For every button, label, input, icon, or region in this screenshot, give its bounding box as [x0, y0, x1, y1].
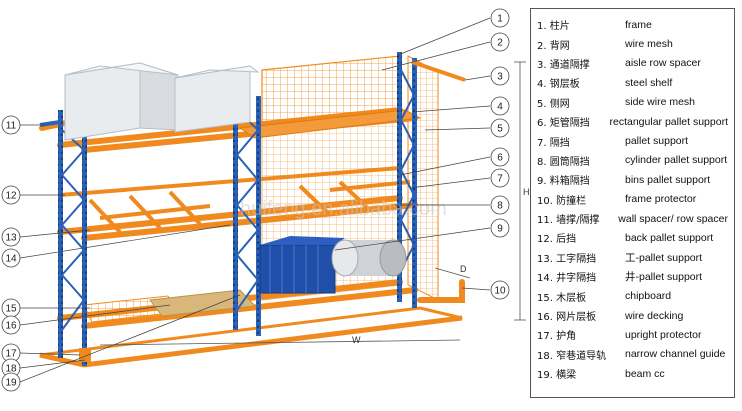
legend-row: 9. 料箱隔挡 bins pallet support [537, 170, 728, 189]
legend-row: 4. 钢层板 steel shelf [537, 73, 728, 92]
top-boxes [64, 62, 260, 141]
legend-en: wire mesh [625, 38, 673, 51]
legend-cn: 15. 木层板 [537, 292, 587, 304]
legend-row: 5. 侧网 side wire mesh [537, 93, 728, 112]
cylinder-load [331, 239, 407, 277]
legend-en: 工-pallet support [625, 251, 703, 264]
callout-8: 8 [497, 201, 503, 212]
legend-row: 8. 圆筒隔挡 cylinder pallet support [537, 151, 728, 170]
legend-cn: 12. 后挡 [537, 234, 577, 246]
dimension-lines [99, 61, 526, 346]
legend-en: steel shelf [625, 76, 673, 89]
wall-spacer [39, 120, 61, 127]
legend-cn: 2. 背网 [537, 40, 570, 52]
legend-row: 17. 护角 upright protector [537, 325, 728, 344]
legend-en: cylinder pallet support [625, 154, 728, 167]
legend-en: back pallet support [625, 231, 714, 244]
legend-cn: 17. 护角 [537, 331, 577, 343]
legend-row: 11. 墙撑/隔撑 wall spacer/ row spacer [537, 209, 728, 228]
height-label: H [523, 187, 530, 197]
legend-row: 15. 木层板 chipboard [537, 286, 728, 305]
legend-row: 10. 防撞栏 frame protector [537, 190, 728, 209]
callout-10: 10 [494, 286, 506, 297]
upright-frames [58, 52, 417, 366]
callout-7: 7 [497, 174, 503, 185]
callout-3: 3 [497, 72, 503, 83]
legend-cn: 3. 通道隔撑 [537, 59, 590, 71]
legend-en: wire decking [625, 309, 684, 322]
legend-row: 16. 网片层板 wire decking [537, 306, 728, 325]
upright-protector [79, 348, 91, 362]
callout-2: 2 [497, 38, 503, 49]
aisle-row-spacer [411, 60, 466, 82]
callout-15: 15 [5, 304, 17, 315]
legend-en: pallet support [625, 135, 689, 148]
callout-17: 17 [5, 349, 17, 360]
legend-en: aisle row spacer [625, 57, 701, 70]
legend-cn: 9. 料箱隔挡 [537, 176, 590, 188]
depth-label: D [460, 264, 467, 274]
pallet-supports-level2 [88, 180, 411, 234]
legend-cn: 4. 钢层板 [537, 79, 580, 91]
callout-14: 14 [5, 254, 17, 265]
callout-9: 9 [497, 224, 503, 235]
leader-lines [19, 17, 491, 383]
legend-row: 2. 背网 wire mesh [537, 34, 728, 53]
legend-cn: 7. 隔挡 [537, 137, 570, 149]
legend-cn: 8. 圆筒隔挡 [537, 156, 590, 168]
legend-en: 井-pallet support [625, 271, 703, 284]
legend-row: 19. 横梁 beam cc [537, 364, 728, 383]
legend-cn: 16. 网片层板 [537, 312, 597, 324]
legend-cn: 19. 横梁 [537, 370, 577, 382]
steel-shelf [238, 109, 422, 139]
legend-en: upright protector [625, 328, 702, 341]
legend-row: 14. 井字隔挡 井-pallet support [537, 267, 728, 286]
legend-cn: 11. 墙撑/隔撑 [537, 215, 600, 227]
callout-11: 11 [6, 121, 17, 132]
width-label: W [352, 335, 361, 345]
callout-numbers: 1 2 3 4 5 6 7 8 9 10 11 12 13 14 15 16 1… [5, 14, 506, 389]
callout-12: 12 [5, 191, 17, 202]
legend-cn: 6. 矩管隔挡 [537, 118, 590, 130]
legend-en: frame protector [625, 193, 697, 206]
legend-en: rectangular pallet support [609, 115, 729, 128]
legend-row: 12. 后挡 back pallet support [537, 228, 728, 247]
callout-4: 4 [497, 102, 503, 113]
callout-13: 13 [5, 233, 17, 244]
legend-cn: 5. 侧网 [537, 98, 570, 110]
parts-legend: 1. 柱片 frame 2. 背网 wire mesh 3. 通道隔撑 aisle r… [530, 8, 735, 398]
legend-row: 7. 隔挡 pallet support [537, 131, 728, 150]
legend-en: narrow channel guide [625, 348, 726, 361]
legend-cn: 1. 柱片 [537, 21, 570, 33]
callout-5: 5 [497, 124, 503, 135]
callout-6: 6 [497, 153, 503, 164]
legend-en: frame [625, 18, 652, 31]
legend-cn: 14. 井字隔挡 [537, 273, 597, 285]
lower-decking [83, 289, 257, 323]
legend-en: chipboard [625, 290, 672, 303]
callout-19: 19 [5, 378, 17, 389]
legend-cn: 18. 窄巷道导轨 [537, 350, 607, 362]
back-pallet-support [59, 166, 401, 197]
legend-cn: 10. 防撞栏 [537, 195, 587, 207]
legend-row: 6. 矩管隔挡 rectangular pallet support [537, 112, 728, 131]
callout-markers [1, 8, 510, 392]
watermark: huifeng.en.alibaba.com [240, 198, 447, 220]
callout-1: 1 [497, 14, 503, 25]
callout-16: 16 [5, 321, 17, 332]
chipboard [149, 289, 257, 317]
legend-en: beam cc [625, 367, 665, 380]
callout-18: 18 [5, 364, 17, 375]
legend-row: 1. 柱片 frame [537, 15, 728, 34]
legend-row: 13. 工字隔挡 工-pallet support [537, 248, 728, 267]
legend-row: 18. 窄巷道导轨 narrow channel guide [537, 345, 728, 364]
legend-en: wall spacer/ row spacer [618, 212, 728, 225]
legend-row: 3. 通道隔撑 aisle row spacer [537, 54, 728, 73]
legend-cn: 13. 工字隔挡 [537, 253, 597, 265]
legend-en: bins pallet support [625, 173, 711, 186]
wire-bin [259, 236, 345, 294]
legend-en: side wire mesh [625, 96, 696, 109]
